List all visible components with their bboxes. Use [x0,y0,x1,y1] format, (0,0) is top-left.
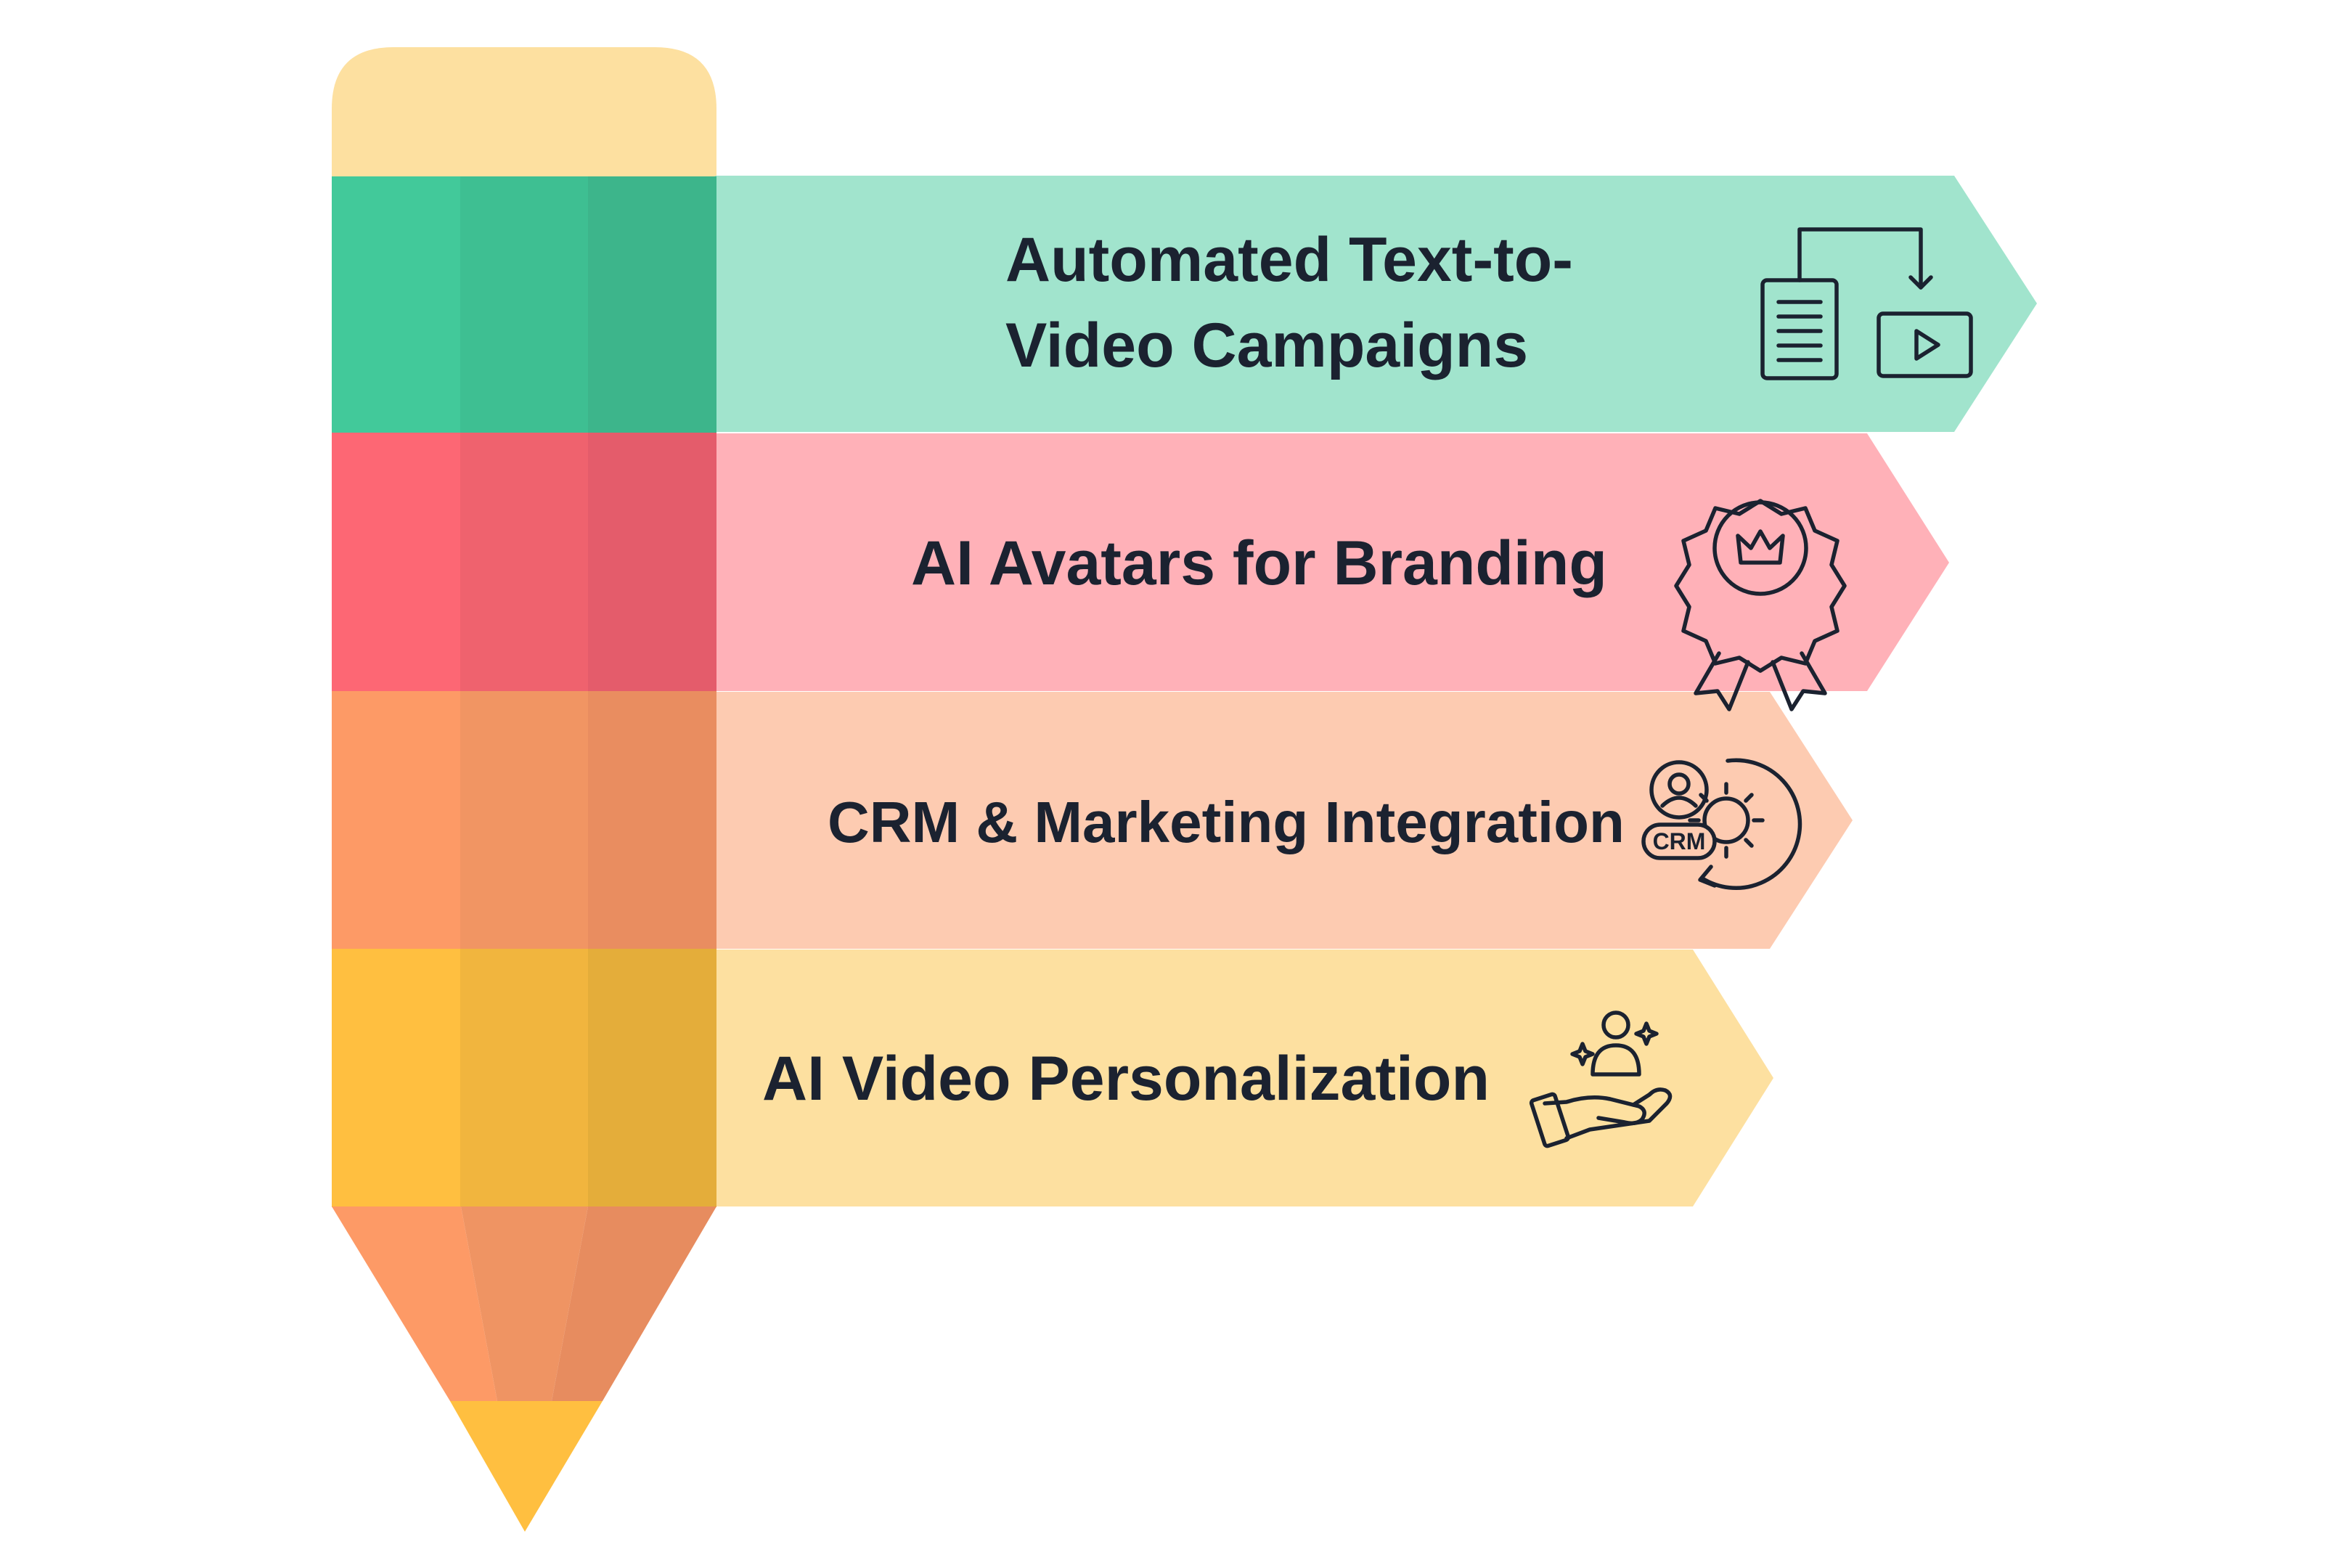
banner-2-title: AI Avatars for Branding [911,528,1607,598]
pencil-tip-lead [450,1401,603,1532]
pencil-stripe [588,691,716,950]
pencil-stripe [460,176,589,433]
text-to-video-icon [1760,227,1973,380]
pencil-segment-1 [332,176,716,433]
pencil-tip-wood-middle [461,1206,588,1401]
pencil-stripe [460,691,589,950]
pencil-eraser [332,47,716,178]
pencil-stripe [332,691,461,950]
banner-4 [715,950,1773,1206]
banner-arrow-2 [715,433,1949,691]
banner-1 [715,176,2037,432]
banner-4-title: AI Video Personalization [762,1044,1490,1114]
banner-1-line-1: Automated Text-to- [1005,225,1573,295]
banner-arrow-1 [715,176,2037,432]
pencil-stripe [588,176,716,433]
award-badge-crown-icon [1674,499,1847,711]
pencil-body [332,176,716,1207]
banner-arrow-3 [715,692,1853,949]
banner-1-title: Automated Text-to- Video Campaigns [1005,225,1591,380]
hand-user-sparkle-icon [1529,1010,1673,1148]
pencil-tip-wood-right [552,1206,716,1401]
pencil-segment-2 [332,433,716,692]
pencil-stripe [588,949,716,1207]
banner-3 [715,692,1853,949]
pencil-tip [332,1206,716,1532]
pencil-stripe [588,433,716,692]
banner-2 [715,433,1949,691]
pencil-stripe [332,176,461,433]
banner-arrow-4 [715,950,1773,1206]
crm-icon-label: CRM [1653,828,1706,854]
pencil-stripe [460,433,589,692]
banner-3-title: CRM & Marketing Integration [828,790,1625,854]
pencil-stripe [332,433,461,692]
pencil-stripe [332,949,461,1207]
pencil-stripe [460,949,589,1207]
pencil-tip-wood-left [332,1206,497,1401]
crm-gear-icon: CRM [1641,758,1802,890]
pencil-segment-3 [332,691,716,950]
banner-1-line-2: Video Campaigns [1005,311,1528,380]
pencil-segment-4 [332,949,716,1207]
